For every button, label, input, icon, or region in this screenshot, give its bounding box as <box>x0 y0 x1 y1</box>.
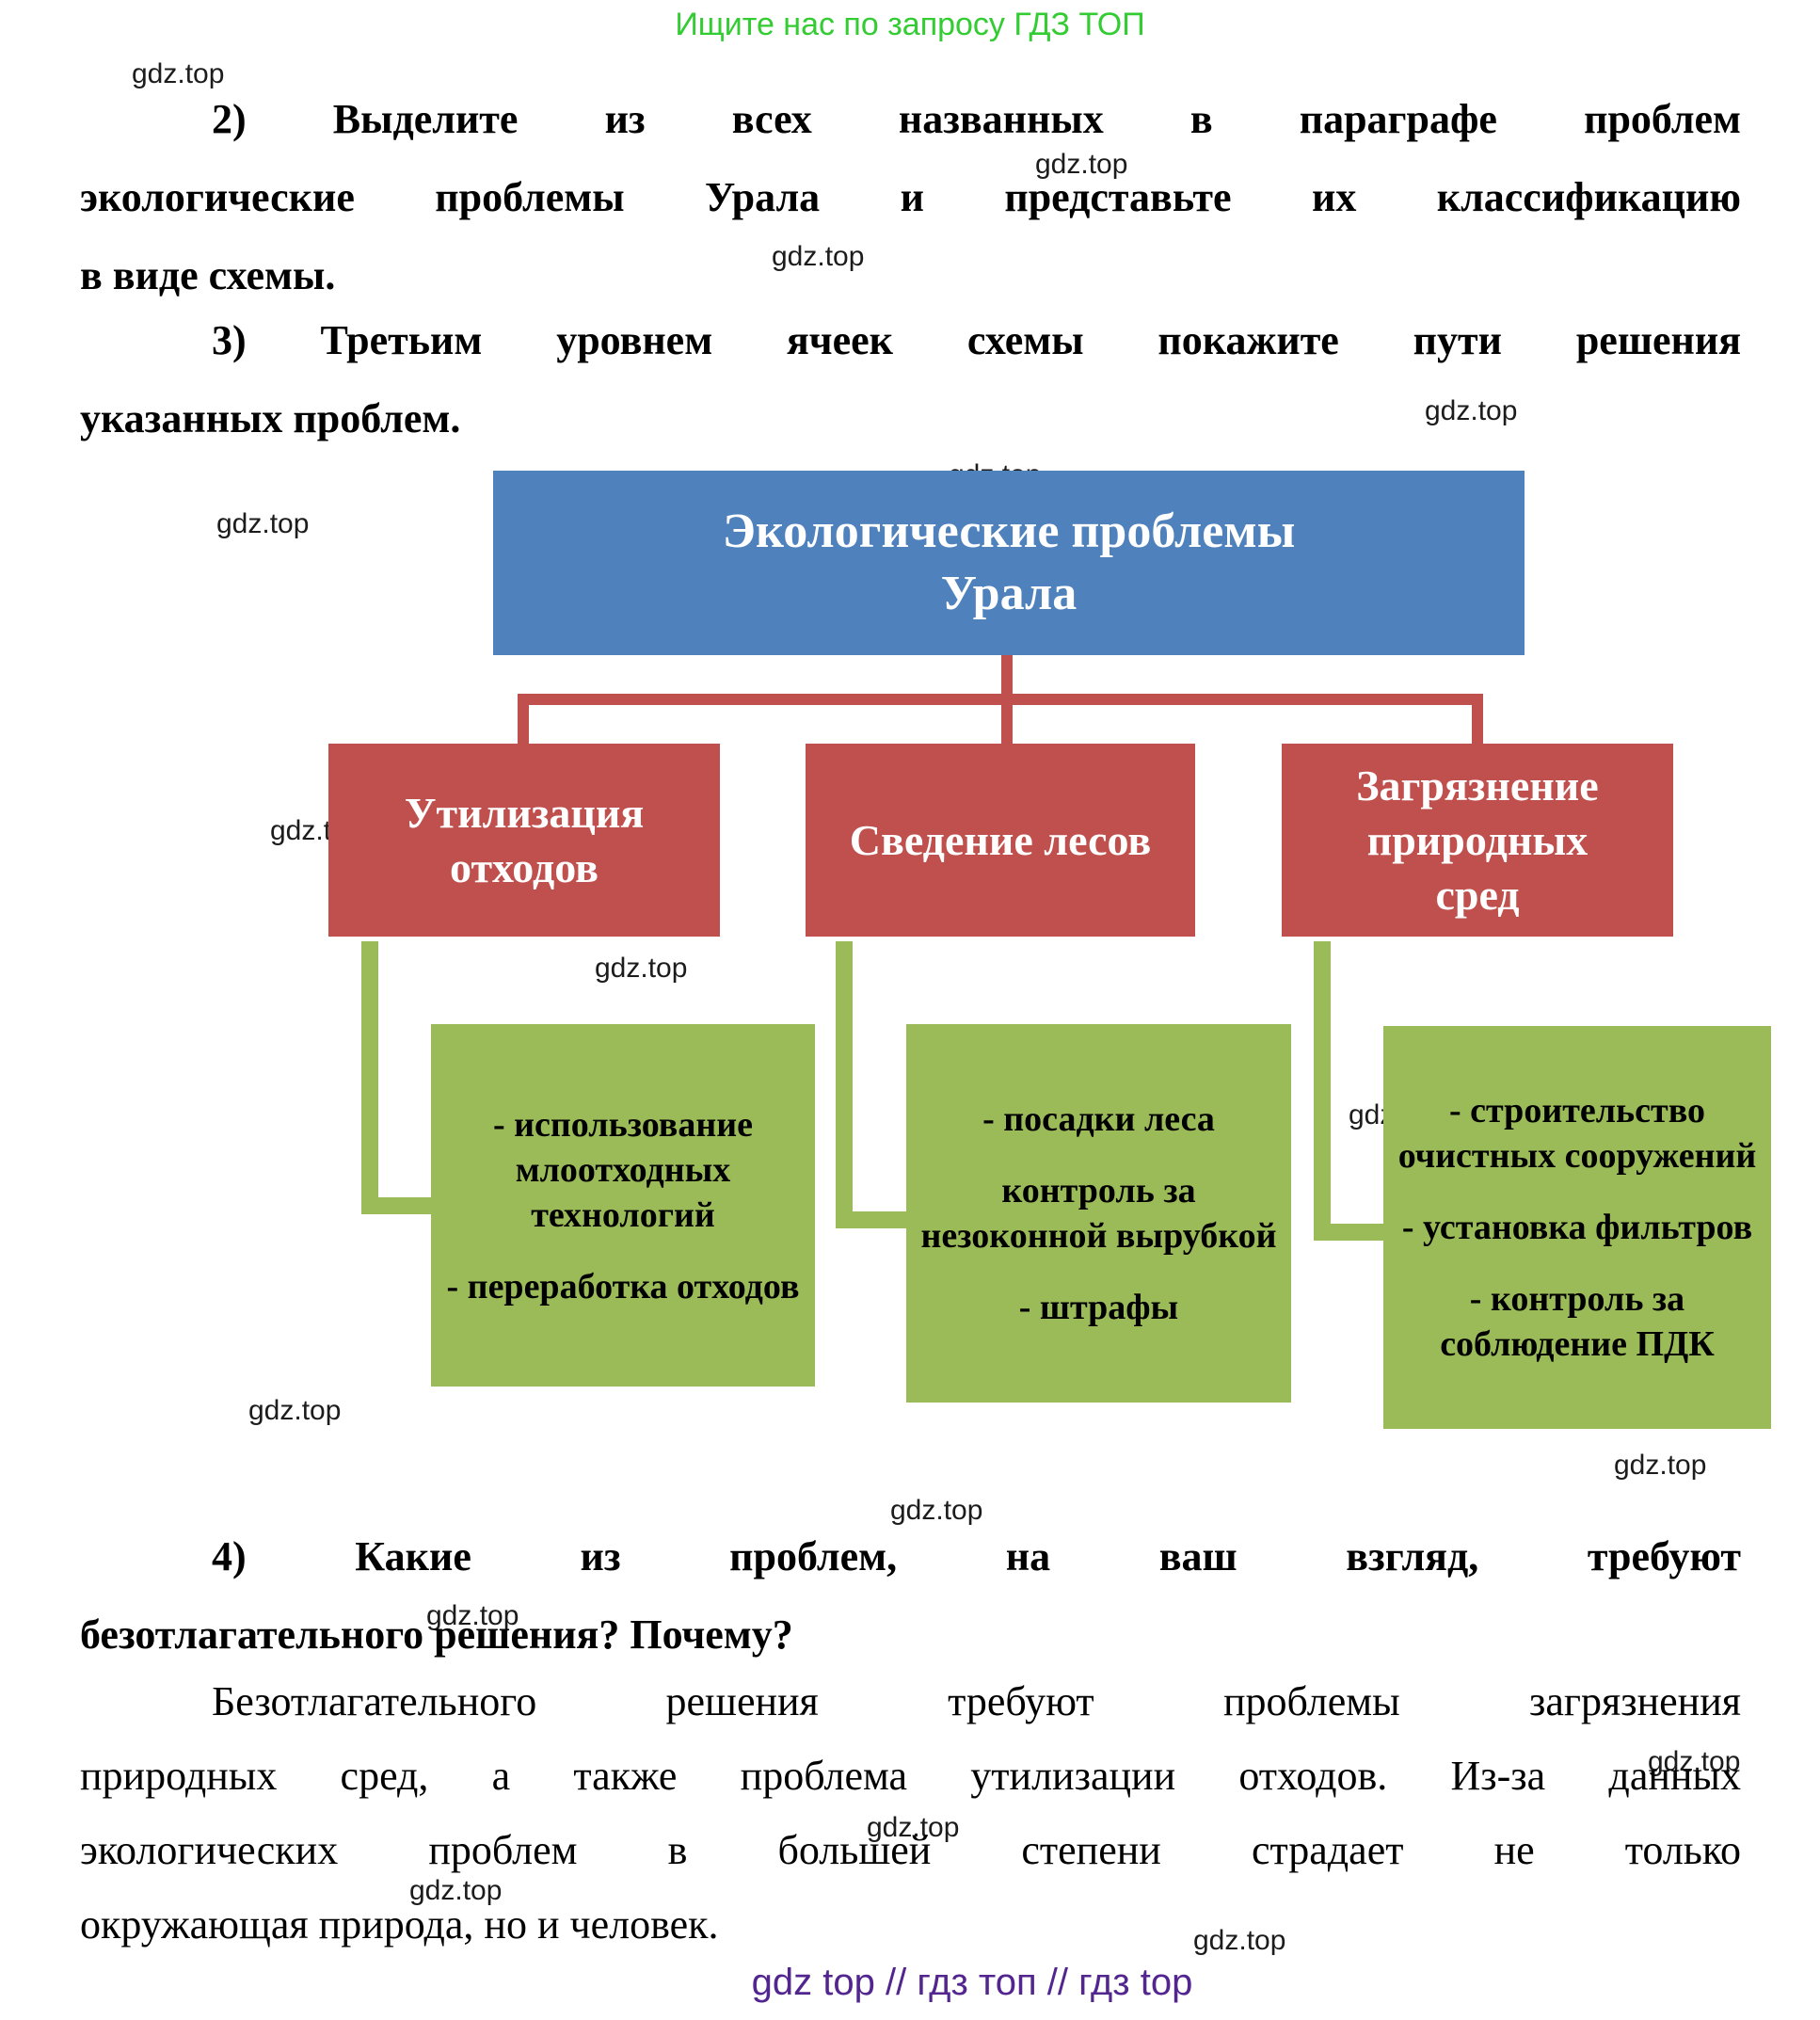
solution-2-item-3: - штрафы <box>1018 1288 1179 1327</box>
solution-3-item-1: - строительство очистных сооружений <box>1397 1091 1757 1176</box>
gdz-watermark: gdz.top <box>1425 395 1518 426</box>
diagram-solution-node-1: - использование млоотходных технологий -… <box>431 1024 815 1387</box>
connector-solution-3-horizontal <box>1314 1224 1385 1241</box>
gdz-watermark: gdz.top <box>426 1600 519 1631</box>
solution-2-item-2: контроль за незоконной вырубкой <box>920 1171 1277 1256</box>
gdz-watermark: gdz.top <box>1648 1746 1741 1777</box>
answer-paragraph: Безотлагательного решения требуют пробле… <box>80 1664 1741 1962</box>
connector-solution-1-horizontal <box>361 1197 433 1214</box>
question-4-line-1: 4) Какие из проблем, на ваш взгляд, треб… <box>212 1533 1741 1579</box>
question-3-line-2: указанных проблем. <box>80 395 461 441</box>
gdz-watermark: gdz.top <box>132 58 225 89</box>
connector-solution-1-vertical <box>361 941 378 1214</box>
connector-solution-3-vertical <box>1314 941 1331 1241</box>
diagram-solution-node-2: - посадки леса контроль за незоконной вы… <box>906 1024 1291 1403</box>
gdz-watermark: gdz.top <box>1035 149 1128 180</box>
diagram-problem-node-2: Сведение лесов <box>806 744 1195 937</box>
question-2-line-3: в виде схемы. <box>80 252 336 298</box>
solution-1-item-2: - переработка отходов <box>446 1266 800 1307</box>
question-3: 3) Третьим уровнем ячеек схемы покажите … <box>80 301 1741 457</box>
footer-links: gdz top // гдз топ // гдз top <box>751 1962 1193 2003</box>
question-3-line-1: 3) Третьим уровнем ячеек схемы покажите … <box>212 317 1741 363</box>
answer-line-1: Безотлагательного решения требуют пробле… <box>212 1678 1741 1724</box>
gdz-watermark: gdz.top <box>409 1875 503 1906</box>
question-4: 4) Какие из проблем, на ваш взгляд, треб… <box>80 1517 1741 1674</box>
connector-drop-center <box>1001 694 1013 744</box>
solution-1-item-1: - использование млоотходных технологий <box>492 1104 753 1235</box>
answer-line-4: окружающая природа, но и человек. <box>80 1901 719 1948</box>
gdz-watermark: gdz.top <box>1193 1925 1286 1956</box>
question-2: 2) Выделите из всех названных в параграф… <box>80 80 1741 314</box>
question-2-line-1: 2) Выделите из всех названных в параграф… <box>212 96 1741 142</box>
connector-drop-left <box>518 694 529 744</box>
gdz-watermark: gdz.top <box>772 241 865 272</box>
gdz-watermark: gdz.top <box>595 953 688 984</box>
solution-2-item-1: - посадки леса <box>982 1099 1215 1139</box>
connector-drop-right <box>1472 694 1483 744</box>
answer-line-3: экологических проблем в большей степени … <box>80 1827 1741 1873</box>
question-2-line-2: экологические проблемы Урала и представь… <box>80 174 1741 220</box>
connector-root-stub <box>1001 655 1013 697</box>
diagram-root-node: Экологические проблемы Урала <box>493 471 1525 655</box>
gdz-watermark: gdz.top <box>890 1495 983 1526</box>
solution-3-item-3: - контроль за соблюдение ПДК <box>1440 1279 1715 1364</box>
connector-solution-2-vertical <box>836 941 853 1228</box>
question-4-line-2: безотлагательного решения? Почему? <box>80 1611 793 1658</box>
connector-solution-2-horizontal <box>836 1211 907 1228</box>
promo-banner: Ищите нас по запросу ГДЗ ТОП <box>675 7 1145 42</box>
gdz-watermark: gdz.top <box>867 1812 960 1843</box>
gdz-watermark: gdz.top <box>216 508 310 539</box>
solution-3-item-2: - установка фильтров <box>1401 1208 1753 1247</box>
gdz-watermark: gdz.top <box>248 1395 342 1426</box>
diagram-problem-node-1: Утилизация отходов <box>328 744 720 937</box>
connector-horizontal-bar <box>518 694 1483 705</box>
answer-line-2: природных сред, а также проблема утилиза… <box>80 1753 1741 1799</box>
gdz-watermark: gdz.top <box>1614 1450 1707 1481</box>
diagram-solution-node-3: - строительство очистных сооружений - ус… <box>1383 1026 1771 1429</box>
diagram-problem-node-3: Загрязнение природных сред <box>1282 744 1673 937</box>
